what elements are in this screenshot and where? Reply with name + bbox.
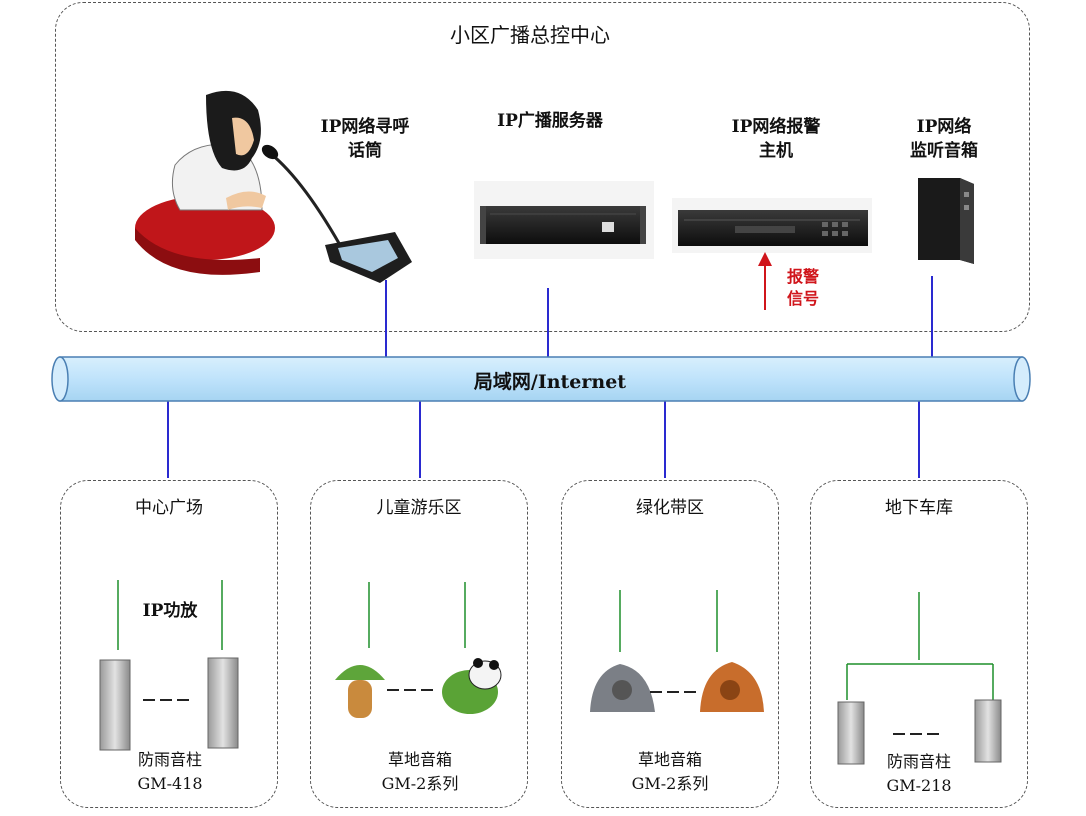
alarm-host-label-line2: 主机	[759, 141, 793, 161]
monitor-speaker-illustration	[918, 178, 974, 264]
paging-mic-label: IP网络寻呼 话筒	[300, 115, 430, 163]
zone-2-title: 儿童游乐区	[376, 498, 462, 518]
monitor-speaker-label-line2: 监听音箱	[910, 141, 978, 161]
alarm-signal-arrow	[758, 252, 772, 310]
server-label: IP广播服务器	[497, 111, 603, 131]
zone2-devices	[335, 582, 502, 718]
zone-2-device-label: 草地音箱 GM-2系列	[355, 748, 485, 796]
zone-3-title: 绿化带区	[636, 498, 704, 518]
alarm-signal-line1: 报警	[786, 267, 819, 286]
zone-4-device-model: GM-218	[886, 776, 952, 795]
control-center-box	[55, 2, 1030, 332]
alarm-host-label: IP网络报警 主机	[716, 115, 836, 163]
paging-mic-label-line2: 话筒	[348, 141, 382, 161]
monitor-speaker-label-line1: IP网络	[916, 117, 972, 137]
downlinks	[167, 401, 920, 478]
network-label: 局域网/Internet	[473, 371, 627, 393]
alarm-signal-label: 报警 信号	[778, 266, 828, 310]
paging-mic-label-line1: IP网络寻呼	[320, 117, 410, 137]
zone-4-device-label: 防雨音柱 GM-218	[859, 750, 979, 798]
zone-box-kids-area	[310, 480, 528, 808]
zone-2-device-model: GM-2系列	[381, 774, 459, 793]
server-illustration	[474, 181, 654, 259]
network-pipe	[51, 356, 1031, 402]
paging-mic-illustration	[261, 144, 412, 283]
zone-2-device-name: 草地音箱	[387, 750, 452, 769]
zone-1-amp-label: IP功放	[142, 601, 198, 621]
zone-3-device-model: GM-2系列	[631, 774, 709, 793]
zone-1-device-model: GM-418	[137, 774, 203, 793]
zone-box-center-square	[60, 480, 278, 808]
operator-illustration	[135, 90, 275, 275]
zone-box-green-belt	[561, 480, 779, 808]
zone-3-device-name: 草地音箱	[637, 750, 702, 769]
zone4-devices	[837, 592, 1002, 765]
alarm-signal-line2: 信号	[786, 289, 819, 308]
uplinks	[385, 276, 933, 357]
zone3-devices	[590, 590, 764, 712]
zone-1-title: 中心广场	[135, 498, 203, 518]
alarm-host-label-line1: IP网络报警	[731, 117, 821, 137]
monitor-speaker-label: IP网络 监听音箱	[889, 115, 999, 163]
zone-1-device-label: 防雨音柱 GM-418	[110, 748, 230, 796]
control-center-title: 小区广播总控中心	[450, 23, 610, 47]
zone-4-device-name: 防雨音柱	[886, 752, 951, 771]
zone-1-device-name: 防雨音柱	[137, 750, 202, 769]
zone-3-device-label: 草地音箱 GM-2系列	[605, 748, 735, 796]
zone1-devices	[99, 580, 239, 751]
zone-box-garage	[810, 480, 1028, 808]
alarm-host-illustration	[672, 198, 872, 253]
zone-4-title: 地下车库	[885, 498, 953, 518]
